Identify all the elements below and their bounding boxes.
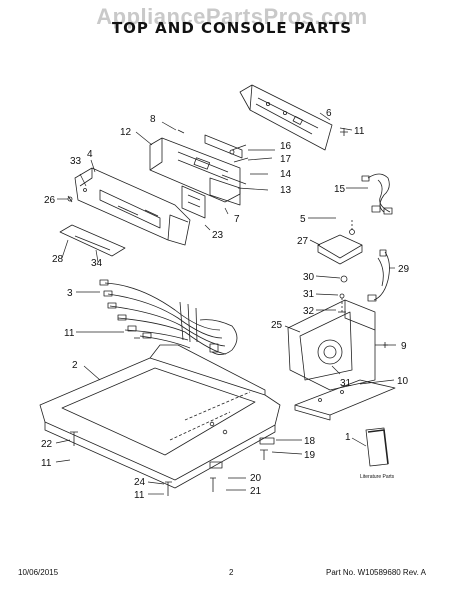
callout-9: 9 xyxy=(401,341,407,352)
callout-21: 21 xyxy=(250,486,262,497)
callout-28: 28 xyxy=(52,254,64,265)
part-3-wire-harness xyxy=(99,279,238,355)
callout-22: 22 xyxy=(41,439,53,450)
callout-24: 24 xyxy=(134,477,146,488)
callout-17: 17 xyxy=(280,154,292,165)
callout-2: 2 xyxy=(72,360,78,371)
literature-parts-label: Literature Parts xyxy=(360,474,395,480)
footer-page-number: 2 xyxy=(229,568,234,577)
part-2-top-panel xyxy=(39,344,281,489)
callout-19: 19 xyxy=(304,450,316,461)
callout-5: 5 xyxy=(300,214,306,225)
callout-18: 18 xyxy=(304,436,316,447)
callout-16: 16 xyxy=(280,141,292,152)
callout-20: 20 xyxy=(250,473,262,484)
callout-15: 15 xyxy=(334,184,346,195)
callout-23: 23 xyxy=(212,230,224,241)
callout-10: 10 xyxy=(397,376,409,387)
part-23-bracket xyxy=(181,185,206,219)
part-29-power-cord xyxy=(367,249,390,302)
part-1-literature xyxy=(365,427,389,467)
callout-29: 29 xyxy=(398,264,410,275)
footer-date: 10/06/2015 xyxy=(18,568,59,577)
callout-13: 13 xyxy=(280,185,292,196)
watermark: AppliancePartsPros.com xyxy=(96,4,368,29)
callout-25: 25 xyxy=(271,320,283,331)
callout-26: 26 xyxy=(44,195,56,206)
callout-1: 1 xyxy=(345,432,351,443)
callout-14: 14 xyxy=(280,169,292,180)
callout-31-lower: 31 xyxy=(340,378,352,389)
callout-11-left: 11 xyxy=(41,458,52,469)
callout-12: 12 xyxy=(120,127,132,138)
page-title: TOP AND CONSOLE PARTS xyxy=(111,19,353,37)
callout-32: 32 xyxy=(303,306,315,317)
callout-27: 27 xyxy=(297,236,309,247)
callout-4: 4 xyxy=(87,149,93,160)
callout-8: 8 xyxy=(150,114,156,125)
part-10-support-bracket xyxy=(294,379,396,421)
callout-6: 6 xyxy=(326,108,332,119)
part-25-console-end-cap xyxy=(287,299,376,391)
leader-lines xyxy=(55,112,396,495)
callout-31-upper: 31 xyxy=(303,289,315,300)
part-15-wire-harness xyxy=(361,173,393,215)
part-34-console-overlay xyxy=(59,224,126,257)
part-6-console-bracket xyxy=(239,84,333,151)
callout-11-top: 11 xyxy=(354,126,365,137)
callout-30: 30 xyxy=(303,272,315,283)
callout-7: 7 xyxy=(234,214,240,225)
footer-part-number: Part No. W10589680 Rev. A xyxy=(326,568,426,577)
callout-34: 34 xyxy=(91,258,103,269)
callout-11-bottom: 11 xyxy=(134,490,145,501)
callout-11-harness: 11 xyxy=(64,328,75,339)
part-27-terminal-block xyxy=(317,220,363,313)
callout-3: 3 xyxy=(67,288,73,299)
part-12-control-panel xyxy=(149,134,249,206)
callout-33: 33 xyxy=(70,156,82,167)
